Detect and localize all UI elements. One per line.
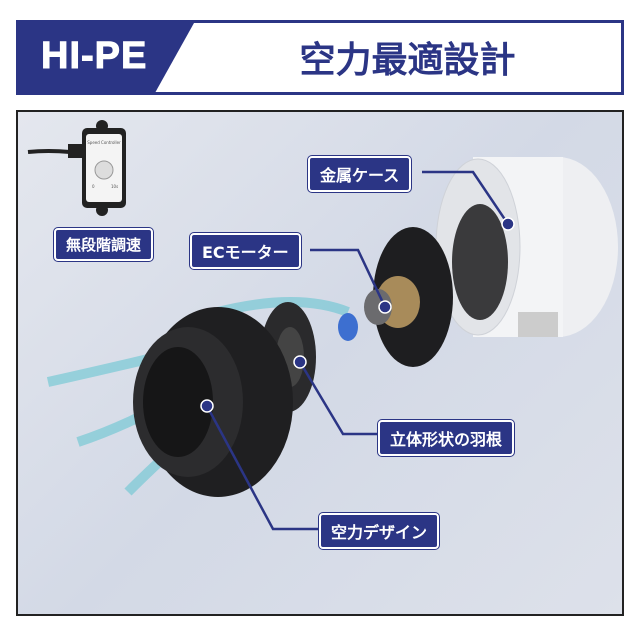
stepless-speed-label: 無段階調速 — [54, 228, 154, 261]
dial-max: 10s — [111, 184, 118, 189]
dial-min: 0 — [92, 184, 95, 189]
page-title: 空力最適設計 — [299, 40, 516, 81]
motor-dot — [378, 300, 392, 314]
brand-badge: HI-PE — [19, 23, 194, 92]
brand-name: HI-PE — [40, 35, 148, 78]
motor-leader-line — [310, 248, 387, 308]
case-dot — [501, 217, 515, 231]
metal-case-label: 金属ケース — [308, 156, 412, 192]
exploded-fan-illustration: Speed Controller 0 10s — [27, 120, 618, 531]
blades-dot — [293, 355, 307, 369]
blades-label: 立体形状の羽根 — [378, 420, 515, 456]
blades-leader-line — [298, 361, 378, 436]
speed-controller-image: Speed Controller 0 10s — [27, 120, 126, 216]
ec-motor-label: ECモーター — [190, 233, 301, 269]
case-leader-line — [422, 170, 510, 225]
design-dot — [200, 399, 214, 413]
ec-motor-image — [338, 227, 453, 367]
header-banner: HI-PE 空力最適設計 — [16, 20, 624, 95]
inlet-cone-image — [133, 307, 293, 497]
metal-case-image — [435, 157, 618, 337]
design-leader-line — [205, 405, 319, 531]
controller-panel-text: Speed Controller — [87, 140, 121, 145]
product-diagram: Speed Controller 0 10s — [16, 110, 624, 616]
aero-design-label: 空力デザイン — [319, 513, 440, 549]
